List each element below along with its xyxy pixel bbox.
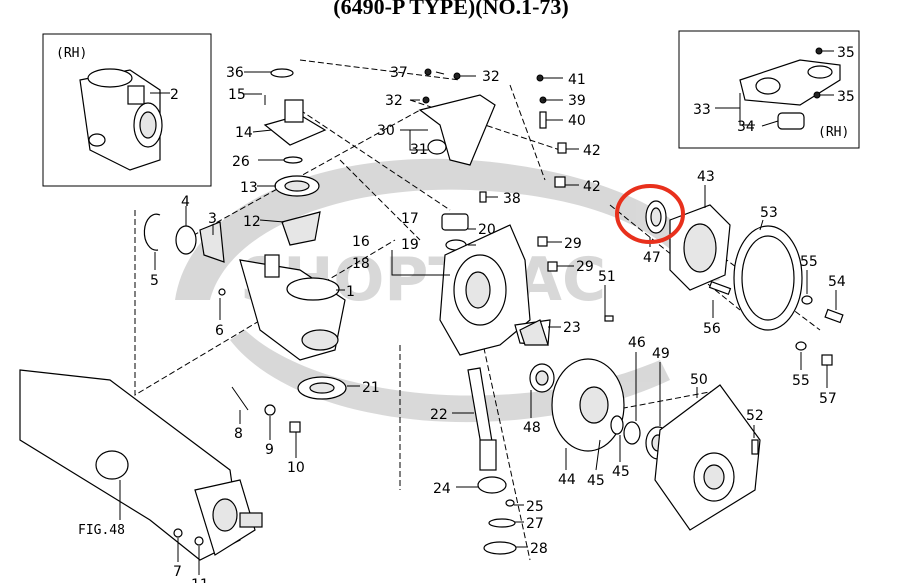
label-34: 34 bbox=[737, 119, 755, 135]
label-46: 46 bbox=[628, 335, 646, 351]
label-45a: 45 bbox=[587, 473, 605, 489]
label-11: 11 bbox=[191, 577, 209, 583]
label-14: 14 bbox=[235, 125, 253, 141]
label-44: 44 bbox=[558, 472, 576, 488]
label-23: 23 bbox=[563, 320, 581, 336]
label-29b: 29 bbox=[576, 259, 594, 275]
label-20: 20 bbox=[478, 222, 496, 238]
label-38: 38 bbox=[503, 191, 521, 207]
label-55b: 55 bbox=[792, 373, 810, 389]
label-31: 31 bbox=[410, 142, 428, 158]
fig-ref-label: FIG.48 bbox=[78, 523, 125, 538]
label-35a: 35 bbox=[837, 45, 855, 61]
label-32a: 32 bbox=[482, 69, 500, 85]
label-3: 3 bbox=[208, 211, 217, 227]
label-27: 27 bbox=[526, 516, 544, 532]
label-9: 9 bbox=[265, 442, 274, 458]
label-53: 53 bbox=[760, 205, 778, 221]
label-42a: 42 bbox=[583, 143, 601, 159]
label-57: 57 bbox=[819, 391, 837, 407]
page-title: (6490-P TYPE)(NO.1-73) bbox=[333, 0, 569, 19]
inset-right-side-label: (RH) bbox=[818, 125, 849, 140]
highlight-ring bbox=[615, 184, 685, 244]
label-19: 19 bbox=[401, 237, 419, 253]
label-51: 51 bbox=[598, 269, 616, 285]
label-54: 54 bbox=[828, 274, 846, 290]
label-17: 17 bbox=[401, 211, 419, 227]
label-26: 26 bbox=[232, 154, 250, 170]
label-33: 33 bbox=[693, 102, 711, 118]
label-6: 6 bbox=[215, 323, 224, 339]
label-25: 25 bbox=[526, 499, 544, 515]
label-43: 43 bbox=[697, 169, 715, 185]
label-5: 5 bbox=[150, 273, 159, 289]
label-36: 36 bbox=[226, 65, 244, 81]
label-52: 52 bbox=[746, 408, 764, 424]
label-7: 7 bbox=[173, 564, 182, 580]
inset-right: (RH) bbox=[678, 30, 860, 149]
label-56: 56 bbox=[703, 321, 721, 337]
label-30: 30 bbox=[377, 123, 395, 139]
label-13: 13 bbox=[240, 180, 258, 196]
label-15: 15 bbox=[228, 87, 246, 103]
label-10: 10 bbox=[287, 460, 305, 476]
label-49: 49 bbox=[652, 346, 670, 362]
label-45b: 45 bbox=[612, 464, 630, 480]
label-16: 16 bbox=[352, 234, 370, 250]
label-48: 48 bbox=[523, 420, 541, 436]
label-22: 22 bbox=[430, 407, 448, 423]
label-4: 4 bbox=[181, 194, 190, 210]
label-18: 18 bbox=[352, 256, 370, 272]
inset-left: (RH) bbox=[42, 33, 212, 187]
part-labels: 2 1 3 4 5 6 7 8 9 10 11 12 13 14 15 16 1… bbox=[78, 45, 855, 583]
label-29a: 29 bbox=[564, 236, 582, 252]
label-47: 47 bbox=[643, 250, 661, 266]
label-42b: 42 bbox=[583, 179, 601, 195]
label-1: 1 bbox=[346, 284, 355, 300]
label-35b: 35 bbox=[837, 89, 855, 105]
label-2: 2 bbox=[170, 87, 179, 103]
parts bbox=[19, 68, 844, 561]
label-37: 37 bbox=[390, 65, 408, 81]
label-50: 50 bbox=[690, 372, 708, 388]
leader-lines bbox=[119, 50, 837, 575]
label-8: 8 bbox=[234, 426, 243, 442]
label-55a: 55 bbox=[800, 254, 818, 270]
label-28: 28 bbox=[530, 541, 548, 557]
inset-left-side-label: (RH) bbox=[56, 46, 87, 61]
label-40: 40 bbox=[568, 113, 586, 129]
label-24: 24 bbox=[433, 481, 451, 497]
label-32b: 32 bbox=[385, 93, 403, 109]
label-39: 39 bbox=[568, 93, 586, 109]
label-21: 21 bbox=[362, 380, 380, 396]
label-12: 12 bbox=[243, 214, 261, 230]
label-41: 41 bbox=[568, 72, 586, 88]
